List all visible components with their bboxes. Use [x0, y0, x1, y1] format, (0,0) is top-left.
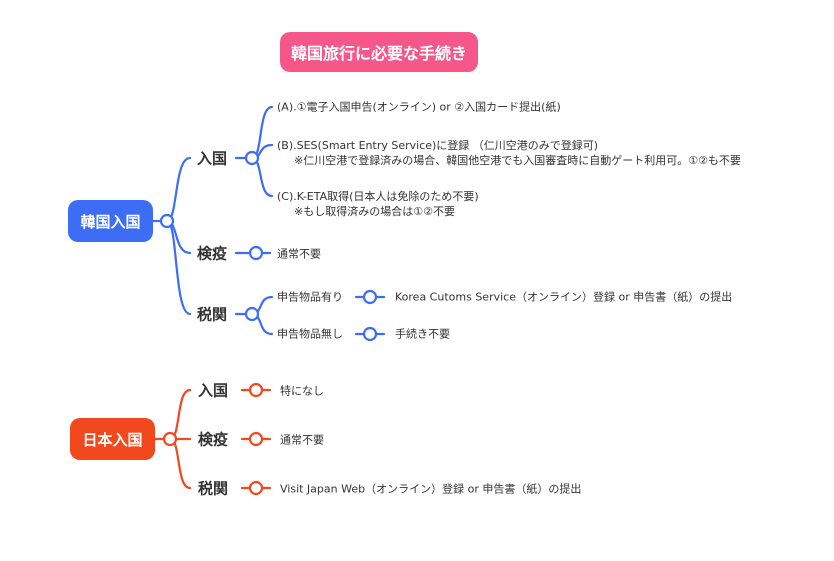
korea-customs-with-items-action[interactable]: Korea Cutoms Service（オンライン）登録 or 申告書（紙）の…: [395, 290, 733, 304]
korea-connectors: [151, 105, 386, 342]
japan-customs-node[interactable]: 税関: [198, 479, 229, 498]
option-c-note: ※もし取得済みの場合は①②不要: [294, 205, 455, 218]
korea-entry-option-b[interactable]: (B).SES(Smart Entry Service)に登録 （仁川空港のみで…: [277, 138, 741, 168]
option-b-note: ※仁川空港で登録済みの場合、韓国他空港でも入国審査時に自動ゲート利用可。①②も不…: [294, 154, 741, 167]
korea-root-node-dot: [159, 213, 175, 229]
korea-entry-option-c[interactable]: (C).K-ETA取得(日本人は免除のため不要) ※もし取得済みの場合は①②不要: [277, 189, 479, 219]
korea-customs-with-items[interactable]: 申告物品有り: [277, 290, 343, 304]
korea-entry-option-a[interactable]: (A).①電子入国申告(オンライン) or ②入国カード提出(紙): [277, 100, 561, 114]
map-title: 韓国旅行に必要な手続き: [280, 32, 478, 72]
japan-connectors: [153, 382, 272, 496]
korea-root-node[interactable]: 韓国入国: [68, 200, 153, 242]
korea-customs-node[interactable]: 税関: [197, 305, 228, 324]
japan-root-node[interactable]: 日本入国: [70, 418, 155, 460]
korea-quarantine-value[interactable]: 通常不要: [277, 247, 321, 261]
option-b-text: (B).SES(Smart Entry Service)に登録 （仁川空港のみで…: [277, 139, 599, 152]
option-c-text: (C).K-ETA取得(日本人は免除のため不要): [277, 190, 479, 203]
korea-entry-node[interactable]: 入国: [197, 149, 228, 168]
korea-customs-no-items[interactable]: 申告物品無し: [277, 327, 343, 341]
japan-entry-value[interactable]: 特になし: [280, 384, 324, 398]
japan-entry-node[interactable]: 入国: [198, 381, 229, 400]
korea-customs-no-items-action[interactable]: 手続き不要: [395, 327, 450, 341]
japan-customs-value[interactable]: Visit Japan Web（オンライン）登録 or 申告書（紙）の提出: [280, 482, 582, 496]
japan-quarantine-node[interactable]: 検疫: [198, 430, 229, 449]
japan-quarantine-value[interactable]: 通常不要: [280, 433, 324, 447]
korea-quarantine-node[interactable]: 検疫: [197, 244, 228, 263]
